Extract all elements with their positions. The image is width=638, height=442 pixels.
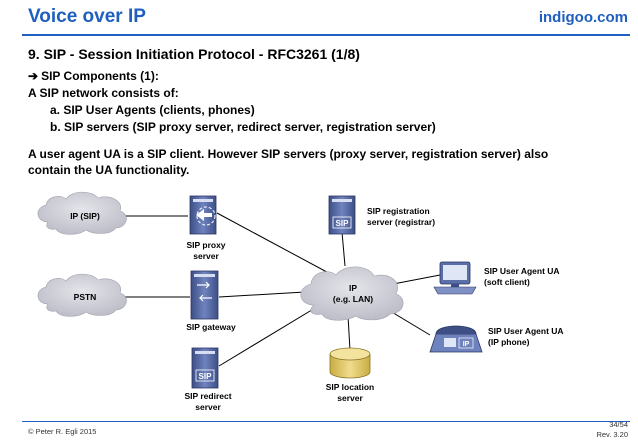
registrar-sip-badge: SIP bbox=[336, 219, 350, 228]
subheading: ➔SIP Components (1): bbox=[28, 69, 159, 83]
location-database-icon bbox=[329, 347, 371, 379]
paragraph-line-2: contain the UA functionality. bbox=[28, 163, 190, 177]
label-location-server: SIP location server bbox=[316, 382, 384, 404]
label-gateway: SIP gateway bbox=[186, 322, 236, 332]
arrow-right-icon: ➔ bbox=[28, 69, 39, 83]
cloud-label-ip-lan: IP (e.g. LAN) bbox=[320, 283, 386, 305]
ip-phone-icon: IP bbox=[429, 325, 483, 353]
copyright: © Peter R. Egli 2015 bbox=[28, 427, 97, 436]
label-redirect-line1: SIP redirect bbox=[184, 391, 232, 401]
phone-ip-badge: IP bbox=[463, 341, 470, 348]
label-proxy-line1: SIP proxy bbox=[186, 240, 226, 250]
link-registrar-lan bbox=[341, 231, 346, 267]
proxy-server-icon bbox=[189, 195, 217, 235]
label-registrar-line1: SIP registration bbox=[367, 206, 430, 216]
cloud-label-ip-sip: IP (SIP) bbox=[70, 211, 100, 221]
intro-text: A SIP network consists of: bbox=[28, 86, 179, 100]
brand-link[interactable]: indigoo.com bbox=[538, 9, 628, 26]
label-location-line2: server bbox=[337, 393, 363, 403]
cloud-label-ip-lan-line1: IP bbox=[348, 283, 358, 293]
link-proxy-lan bbox=[216, 212, 339, 279]
footer-divider bbox=[22, 421, 630, 422]
slide-title: Voice over IP bbox=[28, 6, 146, 27]
label-location-line1: SIP location bbox=[325, 382, 375, 392]
registrar-server-icon: SIP bbox=[328, 195, 356, 235]
label-ua-soft-line1: SIP User Agent UA bbox=[484, 266, 560, 276]
computer-icon bbox=[433, 261, 477, 295]
paragraph-line-1: A user agent UA is a SIP client. However… bbox=[28, 147, 549, 161]
cloud-ip-lan bbox=[300, 266, 404, 321]
label-ua-soft-client: SIP User Agent UA (soft client) bbox=[484, 266, 560, 288]
header-divider bbox=[22, 34, 630, 36]
label-ua-phone-line2: (IP phone) bbox=[488, 337, 530, 347]
link-lan-location bbox=[347, 315, 351, 351]
cloud-pstn bbox=[37, 273, 127, 317]
label-proxy-server: SIP proxy server bbox=[176, 240, 236, 262]
page-info: 34/54 Rev. 3.20 bbox=[596, 420, 628, 440]
subheading-text: SIP Components (1): bbox=[41, 69, 159, 83]
redirect-sip-badge: SIP bbox=[199, 372, 213, 381]
page-number: 34/54 bbox=[609, 420, 628, 429]
redirect-server-icon: SIP bbox=[191, 347, 219, 389]
label-ua-soft-line2: (soft client) bbox=[484, 277, 530, 287]
cloud-label-pstn: PSTN bbox=[73, 292, 97, 302]
label-ua-phone-line1: SIP User Agent UA bbox=[488, 326, 564, 336]
cloud-label-ip-lan-line2: (e.g. LAN) bbox=[332, 294, 374, 304]
link-gateway-lan bbox=[218, 291, 306, 298]
label-ua-ip-phone: SIP User Agent UA (IP phone) bbox=[488, 326, 564, 348]
section-heading: 9. SIP - Session Initiation Protocol - R… bbox=[28, 46, 360, 62]
list-item-a: a. SIP User Agents (clients, phones) bbox=[50, 103, 255, 117]
label-registrar: SIP registration server (registrar) bbox=[367, 206, 435, 228]
gateway-icon bbox=[190, 270, 219, 320]
link-redirect-lan bbox=[218, 304, 321, 367]
label-registrar-line2: server (registrar) bbox=[367, 217, 436, 227]
label-proxy-line2: server bbox=[193, 251, 219, 261]
cloud-ip-sip bbox=[37, 191, 127, 235]
revision: Rev. 3.20 bbox=[596, 430, 628, 439]
list-item-b: b. SIP servers (SIP proxy server, redire… bbox=[50, 120, 436, 134]
label-redirect-line2: server bbox=[195, 402, 221, 412]
label-redirect-server: SIP redirect server bbox=[176, 391, 240, 413]
